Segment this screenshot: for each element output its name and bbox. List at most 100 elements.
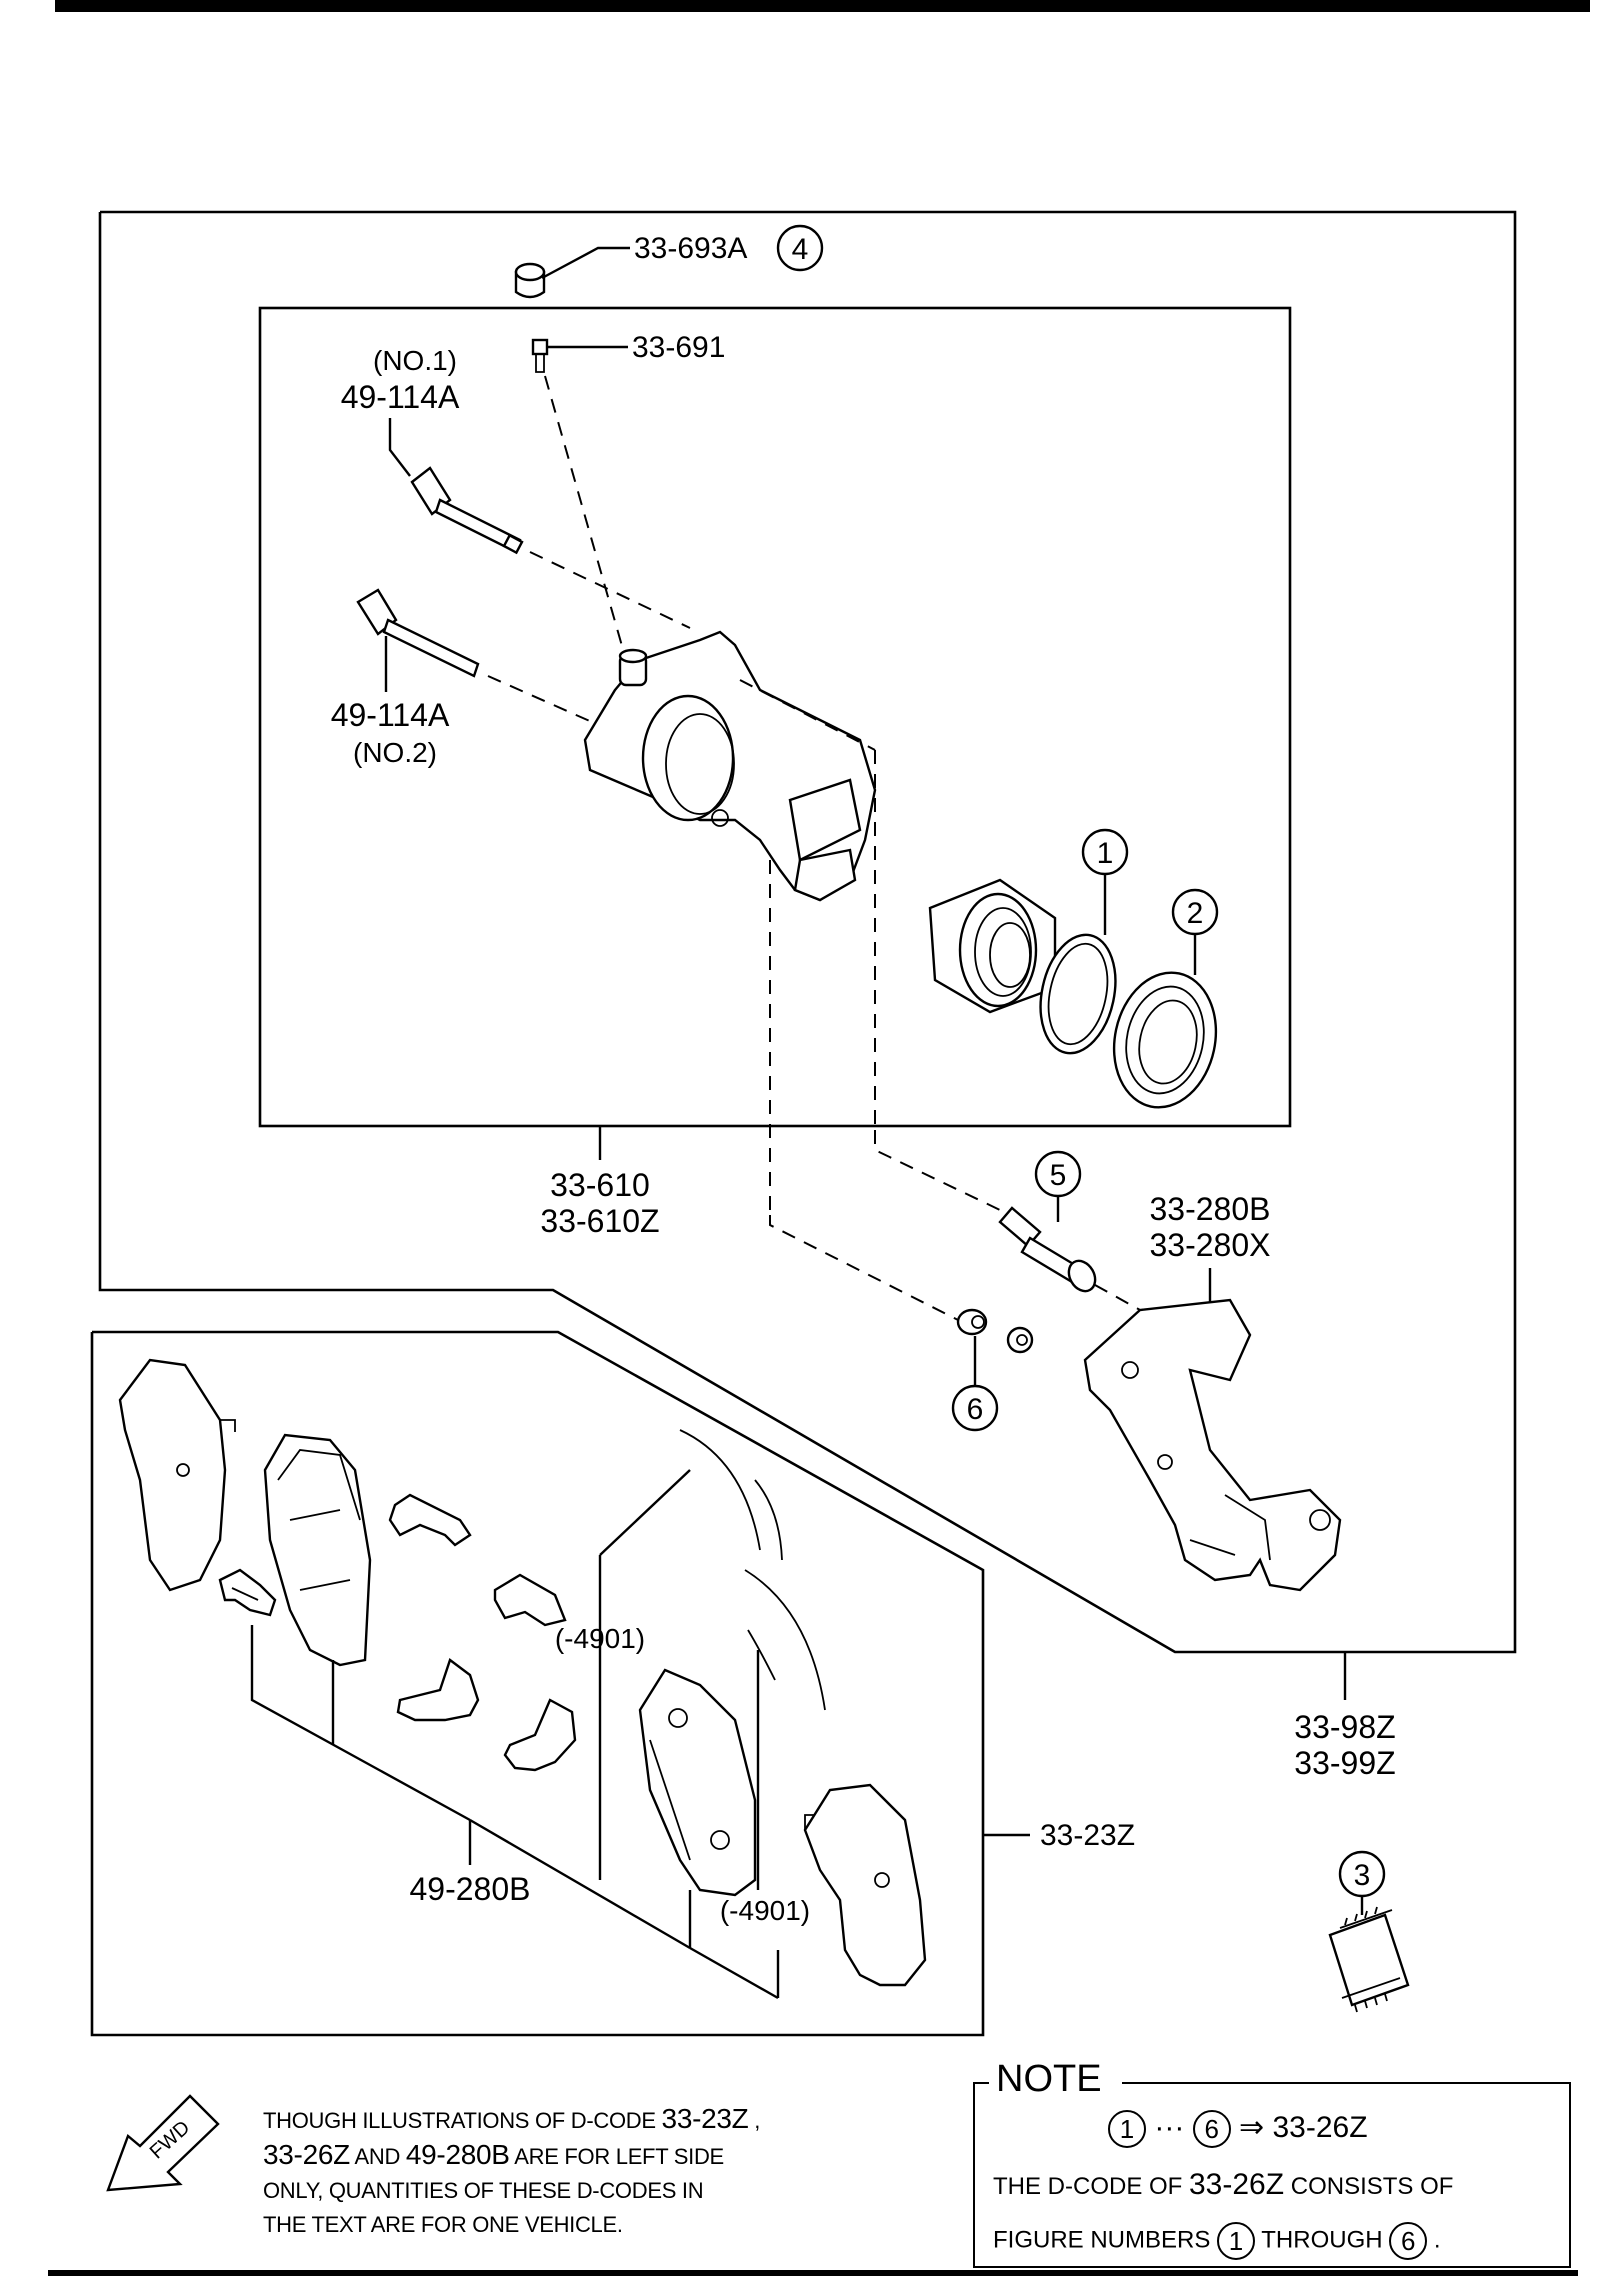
note-box-top-left <box>973 2082 989 2084</box>
footnote-code-33-26z: 33-26Z <box>263 2139 350 2170</box>
mounting-bracket-part <box>1083 1298 1342 1592</box>
circle-4 <box>776 224 824 272</box>
footnote-line2-end: ARE FOR LEFT SIDE <box>509 2144 724 2169</box>
piston-part <box>928 878 1057 1014</box>
note-dots: ··· <box>1154 2111 1185 2144</box>
note-line3-b: THROUGH <box>1255 2226 1390 2254</box>
fwd-arrow-icon <box>106 2094 220 2192</box>
pad-shim-2 <box>493 1573 567 1627</box>
footnote-code-49-280b: 49-280B <box>405 2139 510 2170</box>
top-border-bar <box>55 0 1590 12</box>
figure-number-3: 3 <box>1354 1859 1371 1892</box>
label-33-691: 33-691 <box>632 331 725 364</box>
guide-pin-no2-part <box>356 588 480 678</box>
brake-pad-inner-left <box>263 1433 372 1667</box>
note-circle-1: 1 <box>1108 2110 1146 2149</box>
dash-to-bushing <box>769 1215 963 1323</box>
note-line3-circle-1: 1 <box>1217 2222 1256 2260</box>
brake-pad-inner-right <box>638 1668 757 1897</box>
wear-indicator-arc-3 <box>744 1569 826 1711</box>
label-4901-b: (-4901) <box>720 1895 810 1926</box>
caliper-frame-33-610 <box>258 306 1292 1128</box>
label-33-280x: 33-280X <box>1150 1227 1271 1263</box>
label-33-693a: 33-693A <box>634 232 747 265</box>
note-line2-c: CONSISTS OF <box>1284 2173 1454 2200</box>
footnote-line4: THE TEXT ARE FOR ONE VEHICLE. <box>263 2212 623 2237</box>
label-49-114a-no1: 49-114A <box>341 379 460 415</box>
label-49-114a-no2: 49-114A <box>331 697 450 733</box>
figure-number-5: 5 <box>1050 1159 1067 1192</box>
dash-pin2-axis <box>487 675 611 731</box>
pad-shim-3 <box>396 1658 480 1722</box>
pad-shim-4 <box>503 1698 577 1772</box>
leader-33-693a <box>541 246 630 280</box>
note-arrow: ⇒ <box>1239 2111 1265 2144</box>
dash-to-sleeve <box>874 1130 1001 1211</box>
brake-pad-outer-left <box>118 1358 236 1592</box>
sleeve-bolt-part <box>998 1206 1097 1293</box>
note-line3: FIGURE NUMBERS 1 THROUGH 6 . <box>993 2222 1441 2260</box>
note-line3-d: . <box>1427 2226 1441 2254</box>
washer-part <box>1006 1326 1034 1354</box>
label-33-23z: 33-23Z <box>1040 1819 1135 1852</box>
note-line3-circle-6: 6 <box>1389 2222 1428 2260</box>
dash-bleeder-axis <box>544 375 627 661</box>
circle-6 <box>951 1384 999 1432</box>
leader-tree-49-280b <box>250 1625 780 2000</box>
footnote-text: THOUGH ILLUSTRATIONS OF D-CODE 33-23Z , … <box>263 2102 863 2242</box>
footnote-line1-text: THOUGH ILLUSTRATIONS OF D-CODE <box>263 2108 662 2133</box>
label-33-98z: 33-98Z <box>1294 1709 1395 1745</box>
note-line2: THE D-CODE OF 33-26Z CONSISTS OF <box>993 2168 1453 2202</box>
figure-number-2: 2 <box>1187 897 1204 930</box>
footnote-line3: ONLY, QUANTITIES OF THESE D-CODES IN <box>263 2178 704 2203</box>
note-box-top-right <box>1122 2082 1569 2084</box>
wear-indicator-arc-4 <box>747 1629 776 1681</box>
label-no2: (NO.2) <box>353 737 437 768</box>
note-code: 33-26Z <box>1272 2111 1368 2144</box>
pad-clip-left <box>218 1568 277 1617</box>
note-line2-code: 33-26Z <box>1189 2168 1285 2201</box>
grease-packet-part <box>1328 1906 1410 2013</box>
footnote-line2: 33-26Z AND 49-280B ARE FOR LEFT SIDE <box>263 2138 863 2174</box>
figure-number-1: 1 <box>1097 837 1114 870</box>
bleeder-screw-part <box>531 338 549 373</box>
note-line2-a: THE D-CODE OF <box>993 2173 1189 2200</box>
note-title: NOTE <box>990 2058 1108 2101</box>
bushing-part <box>956 1308 988 1336</box>
leader-4901-a-up <box>599 1469 691 1556</box>
label-33-610z: 33-610Z <box>540 1203 659 1239</box>
footnote-code-33-23z: 33-23Z <box>661 2103 749 2134</box>
label-33-610: 33-610 <box>550 1167 650 1203</box>
wear-indicator-arc-1 <box>679 1429 761 1551</box>
wear-indicator-arc-2 <box>754 1479 783 1561</box>
label-no1: (NO.1) <box>373 345 457 376</box>
footnote-and: AND <box>349 2144 406 2169</box>
circle-2 <box>1171 888 1219 936</box>
circle-5 <box>1034 1150 1082 1198</box>
label-49-280b: 49-280B <box>410 1871 531 1907</box>
dust-boot-part <box>1112 971 1218 1109</box>
leader-49-114a-no1 <box>388 418 411 477</box>
caliper-body-part <box>583 630 877 902</box>
note-box <box>973 2082 1571 2268</box>
dash-pin1-axis <box>529 551 691 629</box>
label-33-99z: 33-99Z <box>1294 1745 1395 1781</box>
label-33-280b: 33-280B <box>1150 1191 1271 1227</box>
note-circle-6: 6 <box>1192 2110 1231 2149</box>
dash-sleeve-axis <box>1094 1284 1141 1311</box>
assembly-frame-33-98z <box>98 210 1517 1654</box>
guide-pin-no1-part <box>410 466 524 555</box>
bottom-border-bar <box>48 2270 1578 2276</box>
bleeder-cap-part <box>514 262 546 299</box>
circle-1 <box>1081 828 1129 876</box>
footnote-line1: THOUGH ILLUSTRATIONS OF D-CODE 33-23Z , <box>263 2102 863 2138</box>
pad-shim-1 <box>388 1493 472 1547</box>
pad-set-frame-33-23z <box>90 1330 985 2037</box>
footnote-line1-end: , <box>748 2108 761 2133</box>
figure-number-6: 6 <box>967 1393 984 1426</box>
brake-pad-outer-right <box>803 1783 927 1987</box>
dash-caliper-top <box>739 679 876 751</box>
note-line3-a: FIGURE NUMBERS <box>993 2226 1218 2254</box>
note-line1: 1 ··· 6 ⇒ 33-26Z <box>1108 2110 1368 2149</box>
